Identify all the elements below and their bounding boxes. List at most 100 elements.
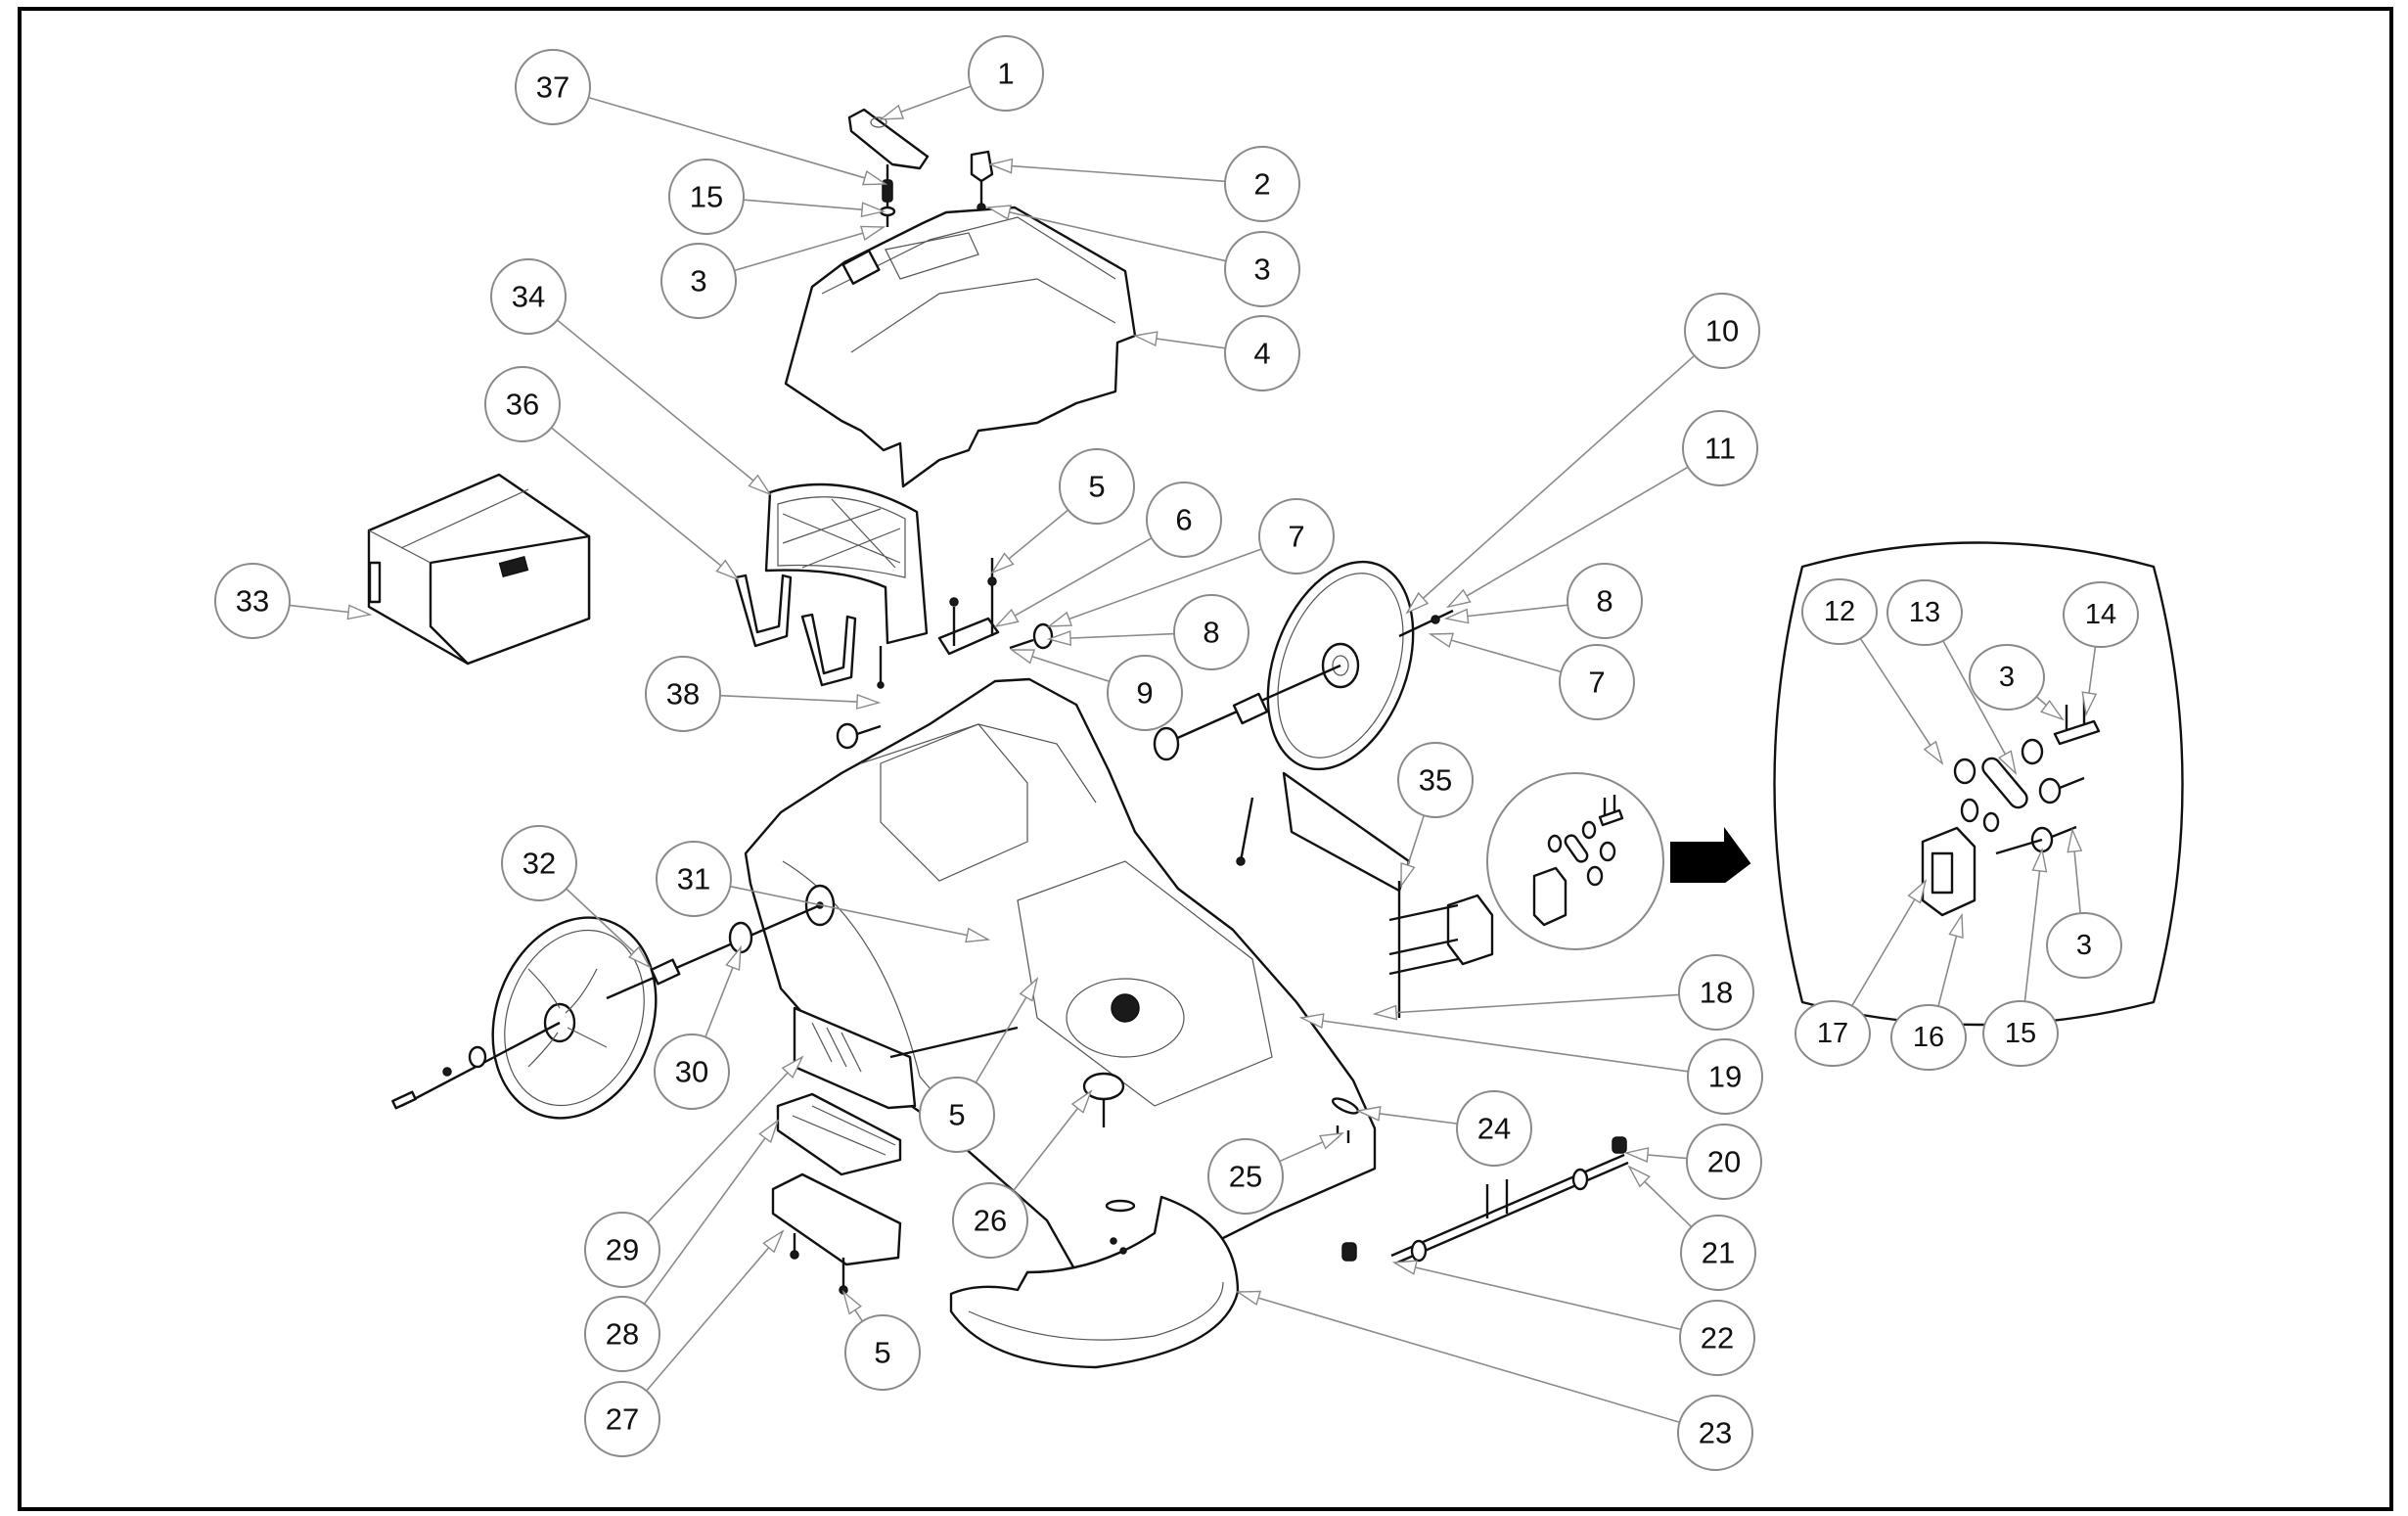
main-callout-7: 7 [1258,498,1335,574]
callout-circle [1107,655,1183,731]
callout-circle [515,49,591,125]
leader-line-13 [1942,640,2017,774]
arrowhead-icon [2040,699,2065,721]
callout-label: 28 [606,1317,639,1352]
leader-line-15 [2023,849,2043,1002]
callout-label: 19 [1708,1060,1742,1094]
callout-label: 13 [1909,597,1940,628]
arrowhead-icon [841,1290,862,1315]
arrowhead-icon [1623,1147,1650,1163]
callout-circle [1886,579,1963,646]
leader-line-29 [647,1056,803,1223]
callout-circle [584,1296,660,1372]
arrowhead-icon [1298,1013,1325,1029]
callout-circle [584,1212,660,1288]
arrowhead-icon [860,202,886,218]
callout-label: 33 [236,584,269,619]
callout-label: 37 [536,70,569,105]
callout-label: 21 [1702,1236,1735,1270]
part-filter [734,482,929,687]
part-top-cover [784,206,1137,488]
callout-circle [484,366,561,442]
callout-label: 30 [675,1055,708,1089]
main-callout-8: 8 [1173,594,1249,670]
callout-circle [1969,644,2045,711]
inset-callout-17: 17 [1795,1000,1871,1067]
arrowhead-icon [2031,847,2048,873]
callout-label: 7 [1288,520,1304,554]
callout-circle [844,1314,921,1391]
inset-callout-13: 13 [1886,579,1963,646]
arrowhead-icon [1907,879,1928,904]
arrowhead-icon [762,1229,785,1254]
leader-line-11 [1447,466,1689,608]
main-callout-27: 27 [584,1381,660,1457]
callout-label: 22 [1701,1321,1734,1355]
callout-circle [1224,315,1300,391]
main-callout-26: 26 [952,1182,1028,1259]
callout-circle [1679,1300,1755,1376]
callout-circle [968,35,1044,112]
arrowhead-icon [1319,1132,1345,1150]
callout-label: 23 [1699,1416,1732,1450]
callout-label: 17 [1817,1018,1848,1049]
arrowhead-icon [1997,750,2018,776]
callout-label: 5 [874,1336,890,1370]
arrowhead-icon [985,205,1012,220]
leader-line-36 [550,427,739,580]
arrowhead-icon [758,1119,780,1144]
parts-layer [367,108,2184,1369]
callout-circle [1207,1138,1284,1215]
callout-circle [656,841,732,917]
arrowhead-icon [1355,1106,1382,1122]
callout-circle [1686,1124,1762,1200]
main-callout-38: 38 [645,656,721,732]
main-callout-32: 32 [501,825,577,901]
callout-circle [1687,1038,1763,1115]
inset-callout-3: 3 [2046,912,2122,979]
arrowhead-icon [859,225,886,241]
callout-circle [2046,912,2122,979]
part-front-bumper [949,1195,1240,1369]
main-callout-10: 10 [1684,293,1760,369]
part-rod-assembly [1341,1136,1629,1265]
arrowhead-icon [861,170,888,186]
arrowhead-icon [1400,861,1416,889]
callout-label: 16 [1913,1022,1944,1053]
leader-lines [289,85,2098,1424]
main-callout-1: 1 [968,35,1044,112]
leader-line-3 [987,207,1227,262]
main-callout-21: 21 [1680,1215,1756,1291]
main-callout-35: 35 [1397,742,1474,818]
main-callout-24: 24 [1456,1090,1532,1167]
callout-label: 8 [1596,584,1613,619]
callout-label: 18 [1700,976,1733,1010]
inset-callout-3: 3 [1969,644,2045,711]
callout-label: 7 [1588,666,1605,700]
callout-label: 26 [974,1204,1007,1238]
callout-circle [952,1182,1028,1259]
arrowhead-icon [715,559,740,581]
callout-label: 24 [1477,1112,1511,1146]
main-callout-3: 3 [1224,231,1300,307]
arrowhead-icon [1009,649,1036,665]
arrowhead-icon [1046,630,1072,646]
callout-circle [1677,1395,1753,1471]
callout-circle [1173,594,1249,670]
main-callout-31: 31 [656,841,732,917]
callout-label: 10 [1705,314,1739,348]
arrowhead-icon [987,158,1014,174]
main-callout-6: 6 [1146,482,1222,558]
main-callout-8: 8 [1567,563,1643,639]
arrowhead-icon [781,1055,804,1080]
part-clip [970,150,994,212]
arrowhead-icon [725,944,742,972]
part-right-wheel [1153,560,1454,771]
callout-circle [1059,448,1135,525]
arrowhead-icon [1019,977,1039,1002]
part-bumper-post [1082,1072,1125,1127]
arrowhead-icon [1132,331,1159,346]
inset-callout-15: 15 [1982,1000,2059,1067]
main-callout-11: 11 [1682,410,1758,486]
arrowhead-icon [990,552,1015,574]
